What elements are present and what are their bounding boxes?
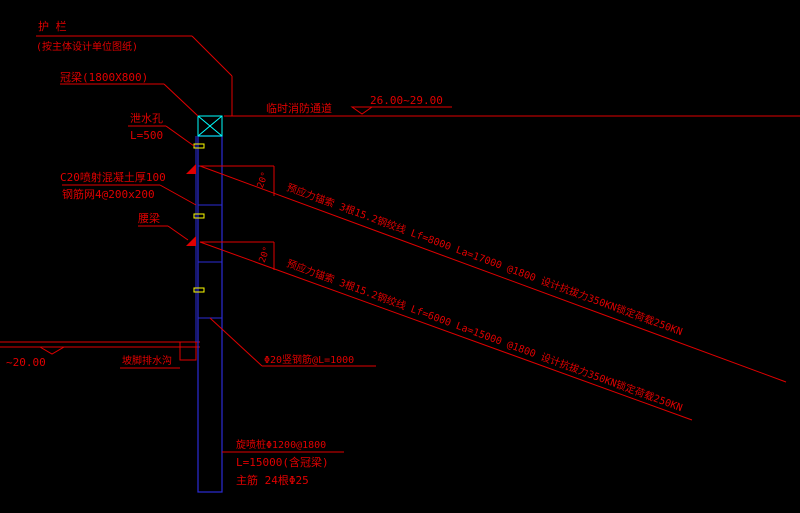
drain-length-label: L=500 <box>130 129 163 142</box>
leader-shotcrete-2 <box>159 184 197 206</box>
mesh-label: 钢筋网4@200x200 <box>62 187 155 201</box>
leader-drain-2 <box>165 125 195 147</box>
anchor-line-2 <box>199 241 693 421</box>
ditch-label: 坡脚排水沟 <box>122 354 172 367</box>
leader-waist-2 <box>167 225 189 241</box>
waist-beam-2 <box>186 236 196 246</box>
crown-beam-cross-2 <box>197 115 223 137</box>
road-label: 临时消防通道 <box>266 101 332 115</box>
anchor-line-1 <box>199 165 787 383</box>
elevation-top-label: 26.00~29.00 <box>370 94 443 107</box>
pile-spec-label: 旋喷桩Φ1200@1800 <box>236 438 326 451</box>
pile-length-label: L=15000(含冠梁) <box>236 455 329 469</box>
elevation-marker-bottom <box>38 346 66 355</box>
drain-hole-2 <box>193 213 205 219</box>
leader-crown-2 <box>163 83 199 117</box>
guardrail-note: (按主体设计单位图纸) <box>36 40 138 53</box>
pile-rebar-label: 主筋 24根Φ25 <box>236 473 309 487</box>
pile-body <box>197 135 223 493</box>
guardrail-label: 护 栏 <box>38 19 67 33</box>
waist-beam-label: 腰梁 <box>138 211 160 225</box>
leader-guardrail-2 <box>191 35 233 77</box>
anchor2-label: 预应力锚索 3根15.2钢绞线 Lf=6000 La=15000 @1800 设… <box>285 257 684 415</box>
angle-label-1: 20° <box>256 171 271 190</box>
drain-hole-3 <box>193 287 205 293</box>
shotcrete-label: C20喷射混凝土厚100 <box>60 170 166 184</box>
angle-label-2: 20° <box>258 245 273 264</box>
drain-hole-label: 泄水孔 <box>130 112 163 125</box>
ditch <box>179 342 197 361</box>
leader-steel-2 <box>209 317 263 367</box>
steel-pipe-label: Φ20竖钢筋@L=1000 <box>264 353 354 366</box>
waist-beam-1 <box>186 164 196 174</box>
elevation-bottom-label: ~20.00 <box>6 356 46 369</box>
crown-beam <box>197 115 223 137</box>
elevation-marker-top <box>350 106 374 115</box>
anchor1-label: 预应力锚索 3根15.2钢绞线 Lf=8000 La=17000 @1800 设… <box>285 181 684 339</box>
crown-beam-label: 冠梁(1800X800) <box>60 70 148 84</box>
